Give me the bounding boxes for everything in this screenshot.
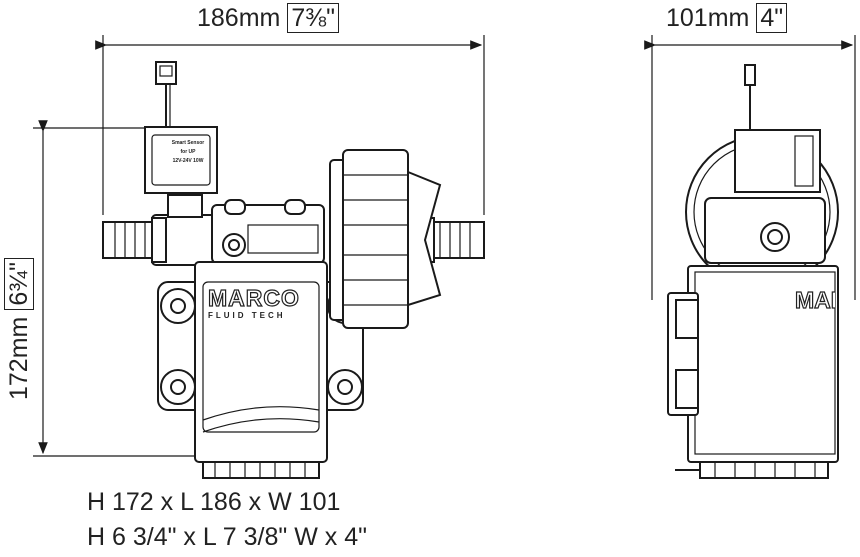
length-dimension-line xyxy=(95,35,485,215)
sensor-label: Smart Sensor for UP 12V-24V 10W xyxy=(171,140,205,164)
brand-logo: MARCO FLUID TECH xyxy=(207,285,300,320)
imperial-dimensions-caption: H 6 3/4" x L 7 3/8" W x 4" xyxy=(87,523,367,551)
width-dimension-line xyxy=(644,35,856,300)
length-dimension-label: 186mm 7⅜" xyxy=(197,3,339,33)
width-dimension-label: 101mm 4" xyxy=(666,3,788,33)
height-dimension-label: 172mm 6¾" xyxy=(4,258,34,400)
side-view xyxy=(667,64,839,479)
metric-dimensions-caption: H 172 x L 186 x W 101 xyxy=(87,488,341,516)
side-brand-logo: MARCO xyxy=(795,288,835,312)
front-view xyxy=(102,61,485,479)
